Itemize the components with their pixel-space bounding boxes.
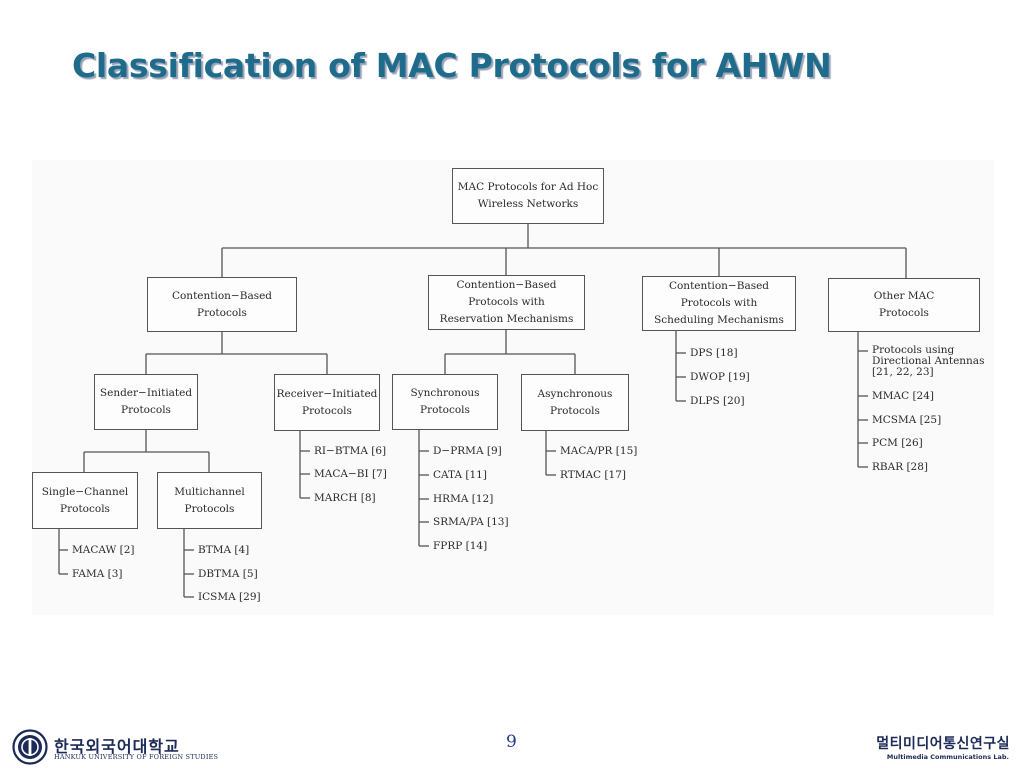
- leaf-fprp: FPRP [14]: [433, 540, 488, 552]
- leaf-maca-pr: MACA/PR [15]: [560, 445, 638, 457]
- mac-protocol-classification-diagram: MAC Protocols for Ad Hoc Wireless Networ…: [32, 160, 994, 615]
- leaf-dlps: DLPS [20]: [690, 395, 745, 407]
- page-number: 9: [506, 732, 517, 752]
- leaf-dps: DPS [18]: [690, 347, 738, 359]
- university-name-english: HANKUK UNIVERSITY OF FOREIGN STUDIES: [54, 753, 219, 761]
- synchronous-box: Synchronous Protocols: [392, 374, 498, 430]
- leaf-btma: BTMA [4]: [198, 544, 250, 556]
- single-channel-box: Single−Channel Protocols: [32, 472, 138, 529]
- leaf-cata: CATA [11]: [433, 469, 487, 481]
- contention-based-box: Contention−Based Protocols: [147, 277, 297, 332]
- reservation-mechanisms-box: Contention−Based Protocols with Reservat…: [428, 275, 585, 330]
- leaf-march: MARCH [8]: [314, 492, 376, 504]
- lab-name: 멀티미디어통신연구실: [876, 736, 1010, 752]
- leaf-ri-btma: RI−BTMA [6]: [314, 445, 387, 457]
- leaf-fama: FAMA [3]: [72, 568, 123, 580]
- leaf-mmac: MMAC [24]: [872, 390, 935, 402]
- leaf-dwop: DWOP [19]: [690, 371, 750, 383]
- asynchronous-box: Asynchronous Protocols: [521, 374, 629, 431]
- leaf-icsma: ICSMA [29]: [198, 591, 261, 603]
- university-emblem-icon: [12, 729, 48, 765]
- multichannel-box: Multichannel Protocols: [157, 472, 262, 529]
- lab-name-english: Multimedia Communications Lab.: [886, 753, 1009, 761]
- leaf-d-prma: D−PRMA [9]: [433, 445, 502, 457]
- university-name: 한국외국어대학교: [54, 737, 180, 756]
- leaf-pcm: PCM [26]: [872, 437, 923, 449]
- other-mac-box: Other MAC Protocols: [828, 278, 980, 332]
- slide-title: Classification of MAC Protocols for AHWN: [72, 46, 832, 85]
- leaf-rbar: RBAR [28]: [872, 461, 929, 473]
- sender-initiated-box: Sender−Initiated Protocols: [94, 374, 198, 430]
- leaf-hrma: HRMA [12]: [433, 493, 494, 505]
- leaf-maca-bi: MACA−BI [7]: [314, 468, 387, 480]
- receiver-initiated-box: Receiver−Initiated Protocols: [274, 374, 380, 431]
- connector-lines: [58, 224, 907, 598]
- leaf-rtmac: RTMAC [17]: [560, 469, 626, 481]
- leaf-dbtma: DBTMA [5]: [198, 568, 258, 580]
- leaf-mcsma: MCSMA [25]: [872, 414, 942, 426]
- leaf-directional-antennas: Protocols using Directional Antennas [21…: [872, 344, 985, 378]
- leaf-macaw: MACAW [2]: [72, 544, 135, 556]
- scheduling-mechanisms-box: Contention−Based Protocols with Scheduli…: [642, 276, 796, 331]
- root-box: MAC Protocols for Ad Hoc Wireless Networ…: [452, 168, 604, 224]
- leaf-srma-pa: SRMA/PA [13]: [433, 516, 509, 528]
